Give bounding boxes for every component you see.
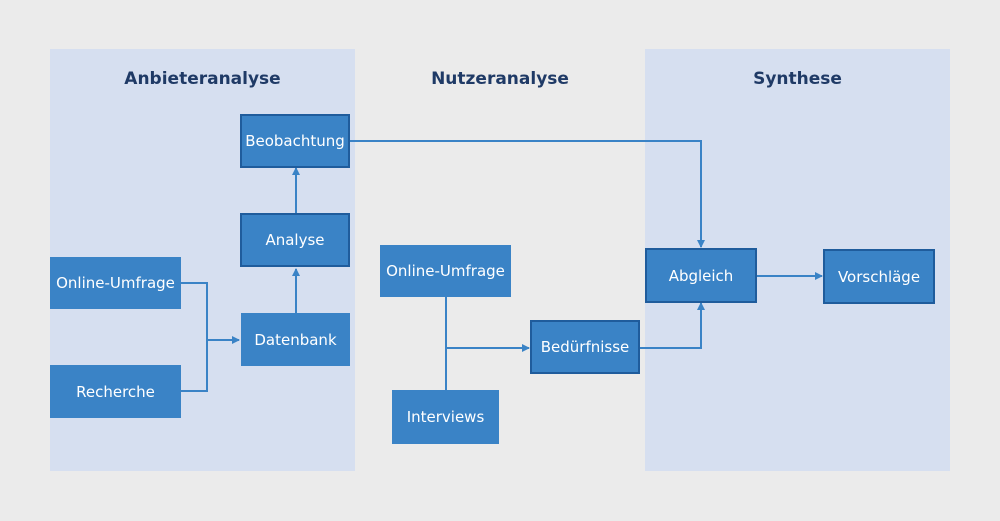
node-abgleich: Abgleich: [645, 248, 757, 303]
heading-nutzeranalyse: Nutzeranalyse: [431, 69, 569, 89]
heading-synthese: Synthese: [753, 69, 842, 89]
node-interviews: Interviews: [392, 390, 499, 444]
node-online-umfrage-mid: Online-Umfrage: [380, 245, 511, 297]
node-online-umfrage-left: Online-Umfrage: [50, 257, 181, 309]
node-analyse: Analyse: [240, 213, 350, 267]
node-beduerfnisse: Bedürfnisse: [530, 320, 640, 374]
node-recherche: Recherche: [50, 365, 181, 418]
node-vorschlaege: Vorschläge: [823, 249, 935, 304]
heading-anbieteranalyse: Anbieteranalyse: [124, 69, 281, 89]
node-beobachtung: Beobachtung: [240, 114, 350, 168]
node-datenbank: Datenbank: [241, 313, 350, 366]
